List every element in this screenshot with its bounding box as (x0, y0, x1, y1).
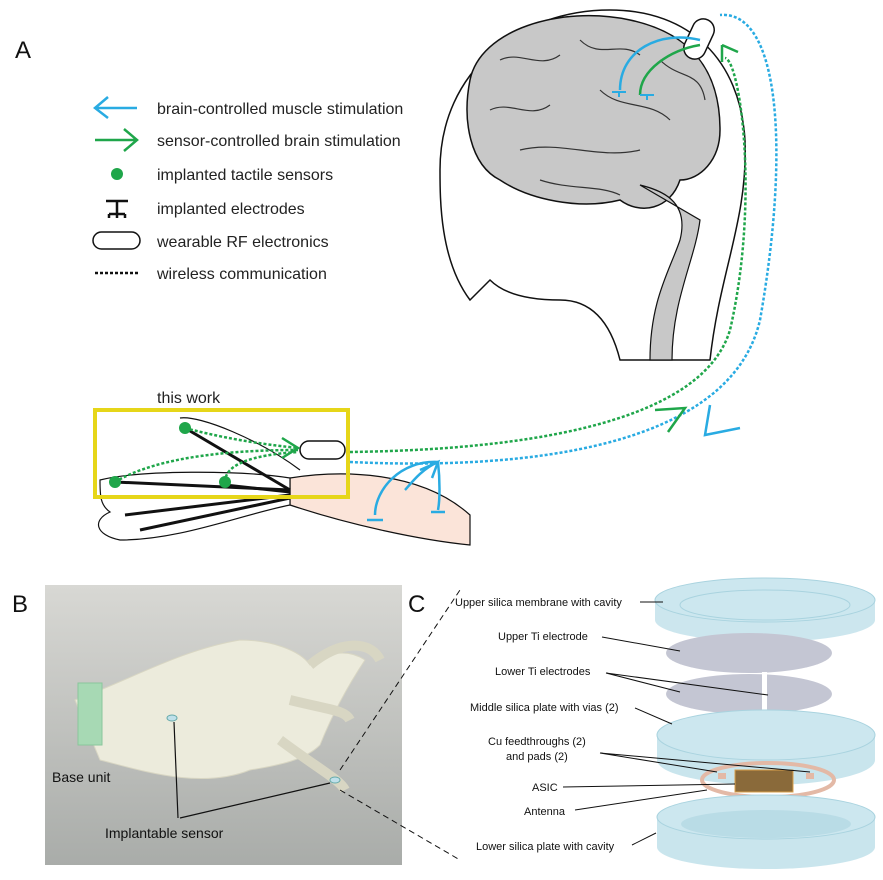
label-middle-silica-plate: Middle silica plate with vias (2) (470, 702, 619, 714)
legend-label: implanted tactile sensors (157, 167, 333, 184)
label-lower-silica-plate: Lower silica plate with cavity (476, 841, 615, 853)
tactile-sensor (109, 476, 121, 488)
blue-left-arrow-icon (93, 96, 137, 119)
tactile-sensor (219, 476, 231, 488)
asic-chip (734, 769, 794, 793)
label-lower-ti-electrodes: Lower Ti electrodes (495, 666, 591, 678)
this-work-label: this work (157, 390, 221, 407)
zoom-guide-lines (339, 589, 461, 861)
wireless-green (349, 56, 747, 454)
legend-label: wearable RF electronics (156, 234, 329, 251)
panel-label-a: A (15, 37, 31, 64)
brainstem (639, 184, 701, 361)
base-unit-band (77, 682, 103, 746)
panel-b-photo: Base unit Implantable sensor (52, 639, 385, 841)
lower-ti-electrodes (666, 674, 832, 714)
implantable-sensor-label: Implantable sensor (105, 825, 224, 841)
antenna-and-asic (700, 761, 836, 799)
panel-label-c: C (408, 591, 425, 618)
implant-sensor (166, 714, 178, 722)
legend: brain-controlled muscle stimulation sens… (92, 96, 403, 283)
green-right-arrow-icon (95, 128, 139, 152)
this-work-box (93, 408, 350, 499)
label-cu-feedthroughs: Cu feedthroughs (2) (488, 736, 586, 748)
legend-label: wireless communication (156, 266, 327, 283)
wearable-rf-wrist (299, 440, 346, 460)
label-pads: and pads (2) (506, 751, 568, 763)
legend-label: sensor-controlled brain stimulation (157, 133, 401, 150)
electrode-icon (106, 199, 128, 218)
upper-silica-membrane (654, 577, 876, 642)
green-arrowhead-icon (654, 406, 688, 433)
label-asic: ASIC (532, 782, 558, 794)
rounded-rect-icon (92, 231, 141, 250)
green-dot-icon (111, 168, 123, 180)
head-illustration (439, 9, 746, 361)
implant-sensor (329, 776, 341, 784)
panel-label-b: B (12, 591, 28, 618)
brain (466, 14, 721, 209)
label-upper-silica-membrane: Upper silica membrane with cavity (455, 597, 622, 609)
upper-ti-electrode (666, 633, 832, 673)
wireless-blue (349, 13, 778, 465)
hand-illustration: this work (93, 390, 471, 546)
label-upper-ti-electrode: Upper Ti electrode (498, 631, 588, 643)
base-unit-label: Base unit (52, 769, 110, 785)
tactile-sensor (179, 422, 191, 434)
legend-label: implanted electrodes (157, 201, 305, 218)
lower-silica-plate (656, 794, 876, 869)
panel-c-exploded-view: Upper silica membrane with cavity Upper … (455, 577, 876, 869)
legend-label: brain-controlled muscle stimulation (157, 101, 403, 118)
blue-arrowhead-icon (703, 404, 741, 437)
label-antenna: Antenna (524, 806, 566, 818)
